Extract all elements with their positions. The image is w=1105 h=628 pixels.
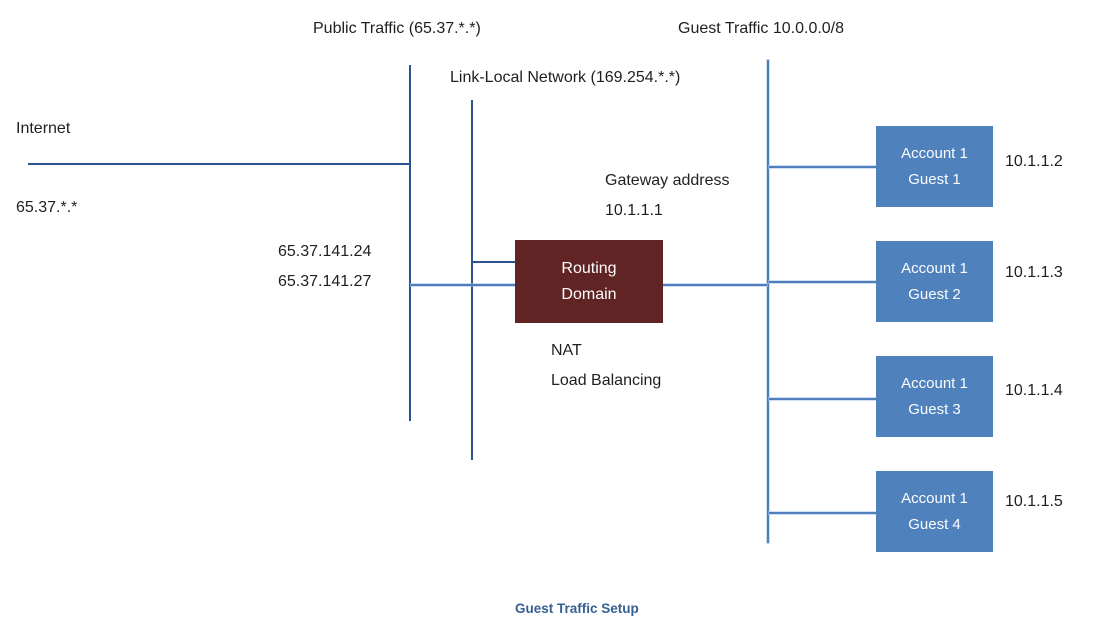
guest-node-2: Account 1 Guest 2: [876, 241, 993, 322]
public-traffic-bus-line: [409, 65, 411, 421]
branch-line-guest-3: [769, 398, 876, 400]
guest-node-2-guest-label: Guest 2: [908, 285, 961, 303]
gateway-address-label: Gateway address 10.1.1.1: [605, 172, 730, 219]
guest-node-4-account-label: Account 1: [901, 489, 968, 507]
branch-line-guest-4: [769, 512, 876, 514]
guest-node-3-account-label: Account 1: [901, 374, 968, 392]
guest-node-1: Account 1 Guest 1: [876, 126, 993, 207]
guest-traffic-label: Guest Traffic 10.0.0.0/8: [678, 20, 845, 37]
internet-line: [28, 163, 410, 165]
guest-node-2-ip-label: 10.1.1.3: [1005, 264, 1063, 281]
internet-label: Internet: [16, 120, 71, 137]
routing-domain-node: Routing Domain: [515, 240, 663, 323]
routing-domain-label-line2: Domain: [561, 285, 617, 303]
guest-node-3-ip-label: 10.1.1.4: [1005, 382, 1063, 399]
guest-node-2-account-label: Account 1: [901, 259, 968, 277]
routing-domain-label-line1: Routing: [561, 259, 617, 277]
public-traffic-label: Public Traffic (65.37.*.*): [313, 20, 481, 37]
diagram-caption: Guest Traffic Setup: [515, 601, 639, 616]
public-to-routing-line: [411, 284, 515, 286]
routing-to-guest-bus-line: [663, 284, 767, 286]
guest-traffic-bus-line: [767, 60, 769, 543]
guest-node-4: Account 1 Guest 4: [876, 471, 993, 552]
link-local-to-routing-line: [473, 261, 515, 263]
internet-subnet-label: 65.37.*.*: [16, 199, 78, 216]
guest-node-1-ip-label: 10.1.1.2: [1005, 153, 1063, 170]
branch-line-guest-1: [769, 166, 876, 168]
public-ip-addresses-label: 65.37.141.24 65.37.141.27: [278, 243, 372, 290]
branch-line-guest-2: [769, 281, 876, 283]
link-local-bus-line: [471, 100, 473, 460]
guest-node-3: Account 1 Guest 3: [876, 356, 993, 437]
guest-node-1-guest-label: Guest 1: [908, 170, 961, 188]
nat-load-balancing-label: NAT Load Balancing: [551, 342, 662, 389]
guest-node-3-guest-label: Guest 3: [908, 400, 961, 418]
guest-node-4-guest-label: Guest 4: [908, 515, 961, 533]
link-local-network-label: Link-Local Network (169.254.*.*): [450, 69, 681, 86]
guest-node-4-ip-label: 10.1.1.5: [1005, 493, 1063, 510]
guest-node-1-account-label: Account 1: [901, 144, 968, 162]
